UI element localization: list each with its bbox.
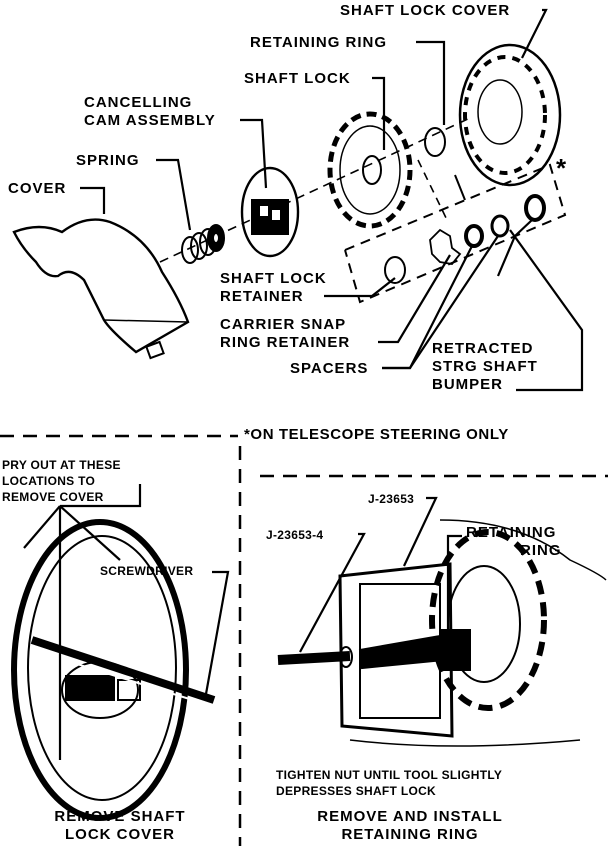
label-spacers: SPACERS [290,360,369,377]
label-screwdriver: SCREWDRIVER [100,564,194,578]
caption-left-2: LOCK COVER [64,826,175,843]
shaft-lock-part [327,111,413,229]
caption-left-1: REMOVE SHAFT [54,808,186,825]
label-pry-out-1: PRY OUT AT THESE [2,458,121,472]
label-pry-out-2: LOCATIONS TO [2,474,96,488]
label-cancelling-cam-1: CANCELLING [84,94,193,111]
label-pry-out-3: REMOVE COVER [2,490,104,504]
label-asterisk: * [556,153,568,183]
cancelling-cam-part [240,166,300,258]
label-bumper-3: BUMPER [432,376,504,393]
label-cancelling-cam-2: CAM ASSEMBLY [84,112,216,129]
label-shaft-lock-retainer-2: RETAINER [220,288,304,305]
shaft-lock-retainer-part [384,256,406,284]
shaft-lock-cover-part [458,43,562,187]
note-tighten-1: TIGHTEN NUT UNTIL TOOL SLIGHTLY [276,768,503,782]
label-spring: SPRING [76,152,140,169]
spacer-part-2 [490,214,510,238]
spring-part [181,224,225,264]
retaining-ring-part [424,127,446,157]
carrier-snap-ring-part [429,228,462,265]
spacer-part-1 [464,224,484,248]
label-tool-j23653: J-23653 [368,492,415,506]
label-telescope-note: *ON TELESCOPE STEERING ONLY [244,426,509,443]
shaft-centerline [159,117,471,263]
leader-lines-left [23,484,230,760]
label-shaft-lock-cover: SHAFT LOCK COVER [340,2,511,19]
label-retaining-1: RETAINING [466,524,557,541]
leader-lines-top [80,8,584,392]
steering-wheel-drawing [11,519,216,821]
label-carrier-snap-1: CARRIER SNAP [220,316,347,333]
label-shaft-lock-retainer-1: SHAFT LOCK [220,270,327,287]
puller-tool-drawing [277,519,607,747]
label-retaining-ring: RETAINING RING [250,34,388,51]
label-tool-j23653-4: J-23653-4 [266,528,324,542]
label-bumper-2: STRG SHAFT [432,358,538,375]
caption-right-1: REMOVE AND INSTALL [317,808,503,825]
note-tighten-2: DEPRESSES SHAFT LOCK [276,784,437,798]
bumper-part [524,194,546,222]
telescope-dashed-box [344,163,567,304]
cover-part [12,218,190,360]
label-retaining-2: RING [520,542,562,559]
caption-right-2: RETAINING RING [341,826,479,843]
label-shaft-lock: SHAFT LOCK [244,70,351,87]
label-bumper-1: RETRACTED [432,340,534,357]
label-cover: COVER [8,180,67,197]
leader-lines-right [299,496,462,653]
label-carrier-snap-2: RING RETAINER [220,334,351,351]
